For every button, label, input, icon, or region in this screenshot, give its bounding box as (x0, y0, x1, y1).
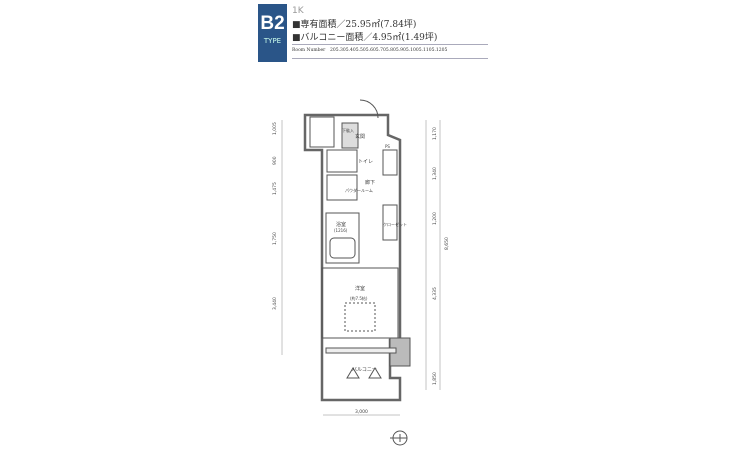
label-western-room: 洋室 (355, 285, 365, 292)
type-code: B2 (260, 13, 285, 34)
area-line: ■専有面積／25.95㎡(7.84坪) (292, 20, 417, 30)
dim-left-1: 1,005 (272, 122, 278, 135)
dim-left-3: 1,475 (272, 182, 278, 195)
room-numbers: 205.305.405.505.605.705.805.905.1005.110… (330, 48, 448, 53)
label-bath: 浴室 (336, 221, 346, 228)
label-toilet: トイレ (358, 159, 373, 165)
dim-left-5: 3,440 (272, 297, 278, 310)
dim-bottom: 3,000 (355, 409, 368, 415)
dim-right-total: 8,650 (444, 237, 450, 250)
type-badge: B2 TYPE (258, 4, 287, 62)
dim-right-2: 1,340 (432, 167, 438, 180)
label-ps: PS (385, 144, 390, 149)
label-bath-size: (1216) (334, 228, 348, 233)
label-balcony: バルコニー (352, 367, 377, 373)
dim-right-3: 1,200 (432, 212, 438, 225)
type-label: TYPE (263, 37, 282, 45)
label-closet: クローゼット (383, 221, 407, 227)
balcony-area-line: ■バルコニー面積／4.95㎡(1.49坪) (292, 33, 438, 43)
label-hall: 廊下 (365, 179, 375, 186)
dim-right-5: 1,850 (432, 372, 438, 385)
layout-label: 1K (292, 6, 304, 16)
label-western-size: (約7.5帖) (350, 295, 368, 301)
divider (292, 44, 488, 45)
room-number-label: Room Number (292, 48, 326, 53)
dim-left-4: 1,750 (272, 232, 278, 245)
divider (292, 58, 488, 59)
label-shoes: 下駄入 (342, 127, 354, 133)
dim-right-4: 4,335 (432, 287, 438, 300)
label-powder-room: パウダールーム (345, 187, 373, 193)
dim-left-2: 900 (272, 156, 278, 165)
dim-right-1: 1,170 (432, 127, 438, 140)
label-entrance: 玄関 (355, 133, 365, 140)
